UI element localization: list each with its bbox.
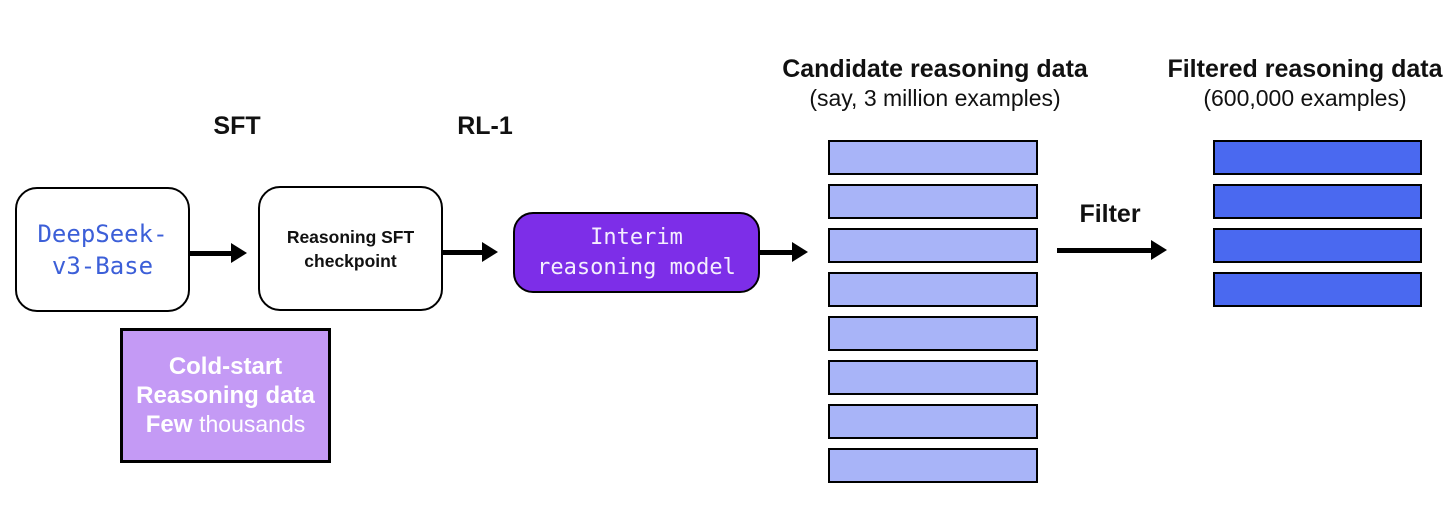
filtered-title-text: Filtered reasoning data [1167, 55, 1443, 83]
coldstart-node-label: Cold-start Reasoning data Few thousands [136, 352, 315, 439]
candidate-title-text: Candidate reasoning data [782, 55, 1088, 83]
filtered-bar-stack [1213, 140, 1422, 307]
candidate-data-bar [828, 316, 1038, 351]
deepseek-node-line2: v3-Base [51, 251, 154, 280]
coldstart-node-line2: Reasoning data [136, 382, 315, 409]
arrow-head [482, 242, 498, 262]
arrow-head [792, 242, 808, 262]
candidate-data-bar [828, 184, 1038, 219]
deepseek-v3-base-node: DeepSeek- v3-Base [15, 187, 190, 312]
filtered-subtitle-text: (600,000 examples) [1203, 85, 1407, 111]
reasoning-sft-checkpoint-node: Reasoning SFT checkpoint [258, 186, 443, 311]
candidate-data-bar [828, 228, 1038, 263]
arrow-shaft [760, 250, 795, 255]
interim-node-line1: Interim [590, 224, 683, 250]
arrow-shaft [190, 251, 234, 256]
interim-reasoning-model-node: Interim reasoning model [513, 212, 760, 293]
filtered-data-bar [1213, 140, 1422, 175]
checkpoint-node-label: Reasoning SFT checkpoint [287, 225, 414, 273]
candidate-subtitle-text: (say, 3 million examples) [809, 85, 1061, 111]
coldstart-few-text: Few [145, 411, 193, 438]
arrow-shaft [1057, 248, 1154, 253]
coldstart-thousands-text: thousands [199, 411, 306, 437]
candidate-data-bar [828, 140, 1038, 175]
candidate-data-bar [828, 360, 1038, 395]
sft-stage-label: SFT [213, 112, 261, 140]
coldstart-node-line1: Cold-start [168, 353, 283, 380]
interim-node-line2: reasoning model [537, 254, 736, 280]
candidate-bar-stack [828, 140, 1038, 483]
arrow-head [1151, 240, 1167, 260]
filter-stage-label: Filter [1079, 200, 1141, 228]
checkpoint-node-line1: Reasoning SFT [286, 226, 415, 247]
filtered-stack-title: Filtered reasoning data (600,000 example… [1125, 55, 1456, 112]
coldstart-node-line3: Few thousands [136, 410, 315, 439]
candidate-stack-title: Candidate reasoning data (say, 3 million… [755, 55, 1115, 112]
cold-start-data-node: Cold-start Reasoning data Few thousands [120, 328, 331, 463]
arrow-shaft [441, 250, 485, 255]
rl1-stage-label: RL-1 [457, 112, 513, 140]
filtered-data-bar [1213, 228, 1422, 263]
candidate-data-bar [828, 272, 1038, 307]
candidate-data-bar [828, 404, 1038, 439]
arrow-head [231, 243, 247, 263]
filtered-data-bar [1213, 184, 1422, 219]
candidate-data-bar [828, 448, 1038, 483]
deepseek-node-line1: DeepSeek- [37, 219, 168, 248]
filtered-data-bar [1213, 272, 1422, 307]
interim-node-label: Interim reasoning model [537, 223, 736, 283]
checkpoint-node-line2: checkpoint [304, 250, 397, 271]
deepseek-node-label: DeepSeek- v3-Base [37, 218, 167, 282]
